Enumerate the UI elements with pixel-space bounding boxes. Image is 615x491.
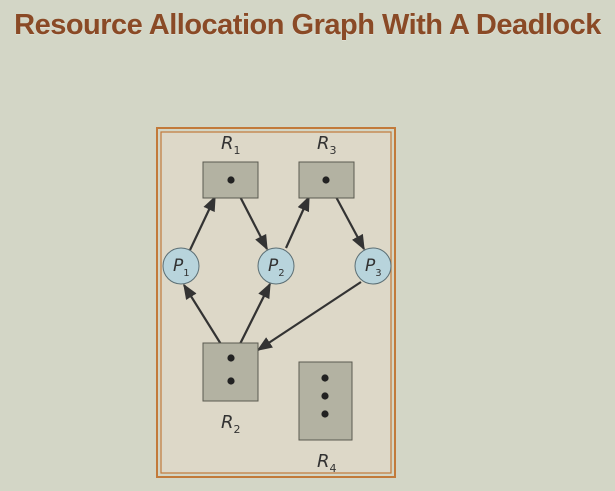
nodes-layer (162, 161, 392, 441)
slide-title: Resource Allocation Graph With A Deadloc… (14, 9, 601, 41)
resource-r2-instance-dot (227, 354, 235, 362)
process-p1-node (162, 247, 200, 285)
edge-p3-to-r2 (256, 281, 362, 351)
resource-r3-instance-dot (322, 176, 330, 184)
resource-r2-subscript: 2 (234, 423, 241, 436)
resource-r1-instance-dot (227, 176, 235, 184)
resource-r3-subscript: 3 (330, 144, 337, 157)
resource-r4-box (298, 361, 353, 441)
edge-p2-to-r3 (284, 195, 311, 249)
process-p2-node (257, 247, 295, 285)
frame-outer (156, 127, 396, 478)
resource-r4-instance-dot (321, 392, 329, 400)
resource-r4-instance-dot (321, 374, 329, 382)
process-p1-subscript: 1 (183, 268, 189, 279)
graph-frame (156, 127, 396, 478)
resource-r4-subscript: 4 (330, 462, 337, 475)
resource-r2-box (202, 342, 259, 402)
edge-p1-to-r1 (189, 195, 216, 251)
resource-r4-instance-dot (321, 410, 329, 418)
process-p2-subscript: 2 (278, 268, 284, 279)
resource-r1-subscript: 1 (234, 144, 241, 157)
resource-r2-instance-dot (227, 377, 235, 385)
process-p3-subscript: 3 (375, 268, 381, 279)
process-p3-node (354, 247, 392, 285)
